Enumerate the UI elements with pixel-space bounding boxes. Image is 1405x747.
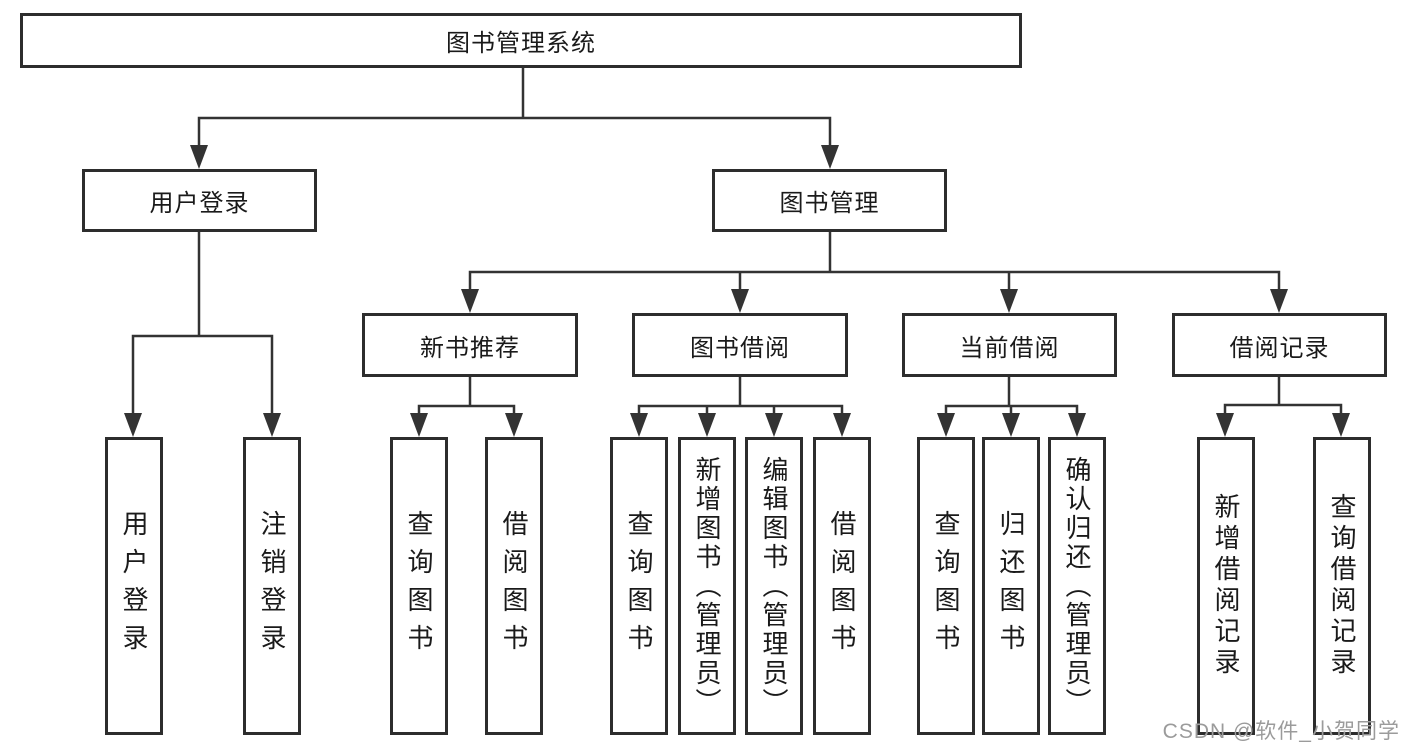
leaf-add-book-admin: 新增图书（管理员） xyxy=(678,437,736,735)
node-current-borrow: 当前借阅 xyxy=(902,313,1117,377)
leaf-user-login: 用户登录 xyxy=(105,437,163,735)
node-user-login: 用户登录 xyxy=(82,169,317,232)
arrowheads xyxy=(124,145,1350,437)
leaf-return-book: 归还图书 xyxy=(982,437,1040,735)
leaf-borrow-books-recommend: 借阅图书 xyxy=(485,437,543,735)
leaf-confirm-return-admin: 确认归还（管理员） xyxy=(1048,437,1106,735)
node-book-borrow: 图书借阅 xyxy=(632,313,848,377)
leaf-add-borrow-record: 新增借阅记录 xyxy=(1197,437,1255,735)
leaf-query-books-borrow: 查询图书 xyxy=(610,437,668,735)
leaf-query-books-recommend: 查询图书 xyxy=(390,437,448,735)
node-borrow-records: 借阅记录 xyxy=(1172,313,1387,377)
node-new-book-recommend: 新书推荐 xyxy=(362,313,578,377)
node-root: 图书管理系统 xyxy=(20,13,1022,68)
leaf-query-books-current: 查询图书 xyxy=(917,437,975,735)
leaf-logout: 注销登录 xyxy=(243,437,301,735)
watermark: CSDN @软件_小贺同学 xyxy=(1162,720,1400,743)
leaf-query-borrow-record: 查询借阅记录 xyxy=(1313,437,1371,735)
leaf-edit-book-admin: 编辑图书（管理员） xyxy=(745,437,803,735)
node-book-management: 图书管理 xyxy=(712,169,947,232)
leaf-borrow-books-borrow: 借阅图书 xyxy=(813,437,871,735)
